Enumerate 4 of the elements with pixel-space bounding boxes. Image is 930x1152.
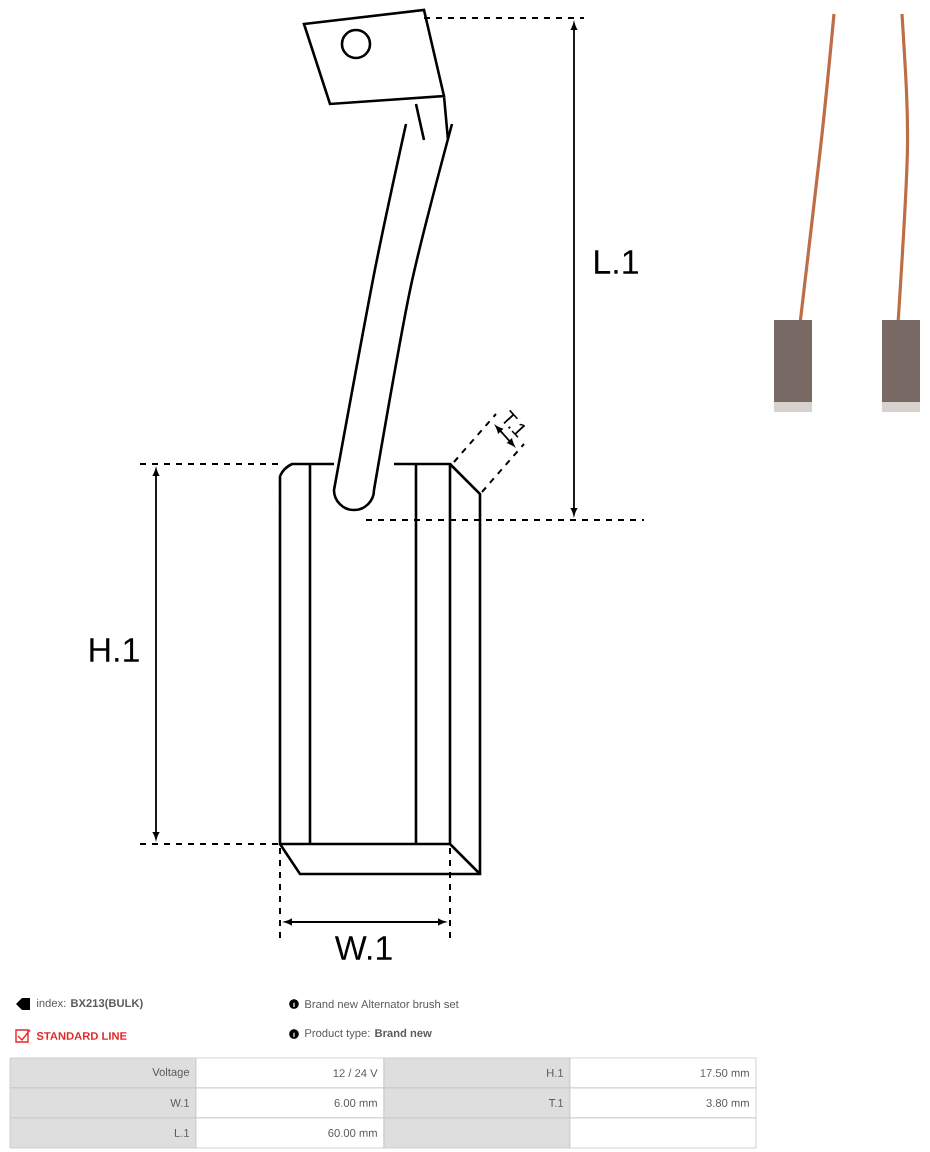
dimension-label: W.1 <box>334 936 392 960</box>
dimension-label: L.1 <box>595 250 638 274</box>
dimension-label: H.1 <box>90 638 139 662</box>
dimension-label: T.1 <box>503 409 526 438</box>
